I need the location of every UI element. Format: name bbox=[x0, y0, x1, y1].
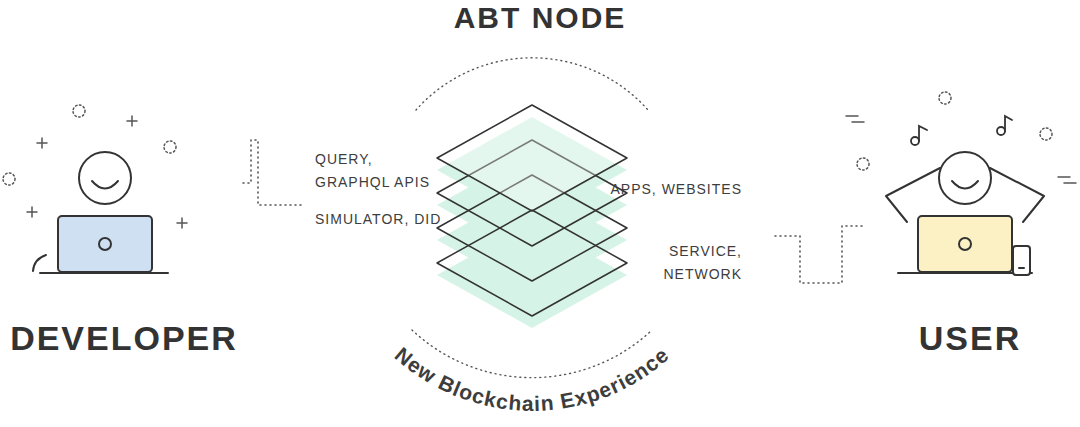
sparkles bbox=[846, 92, 1076, 183]
illustration-part bbox=[37, 138, 47, 148]
illustration-part bbox=[959, 238, 971, 250]
illustration-part bbox=[997, 127, 1005, 135]
illustration-part bbox=[1019, 267, 1024, 269]
illustration-part bbox=[437, 105, 627, 316]
illustration-part bbox=[412, 330, 652, 378]
illustration-part bbox=[918, 216, 1012, 272]
illustration-part bbox=[164, 141, 176, 153]
illustration-part bbox=[437, 210, 627, 316]
interface-label: APPS, WEBSITES bbox=[608, 178, 742, 201]
illustration-part bbox=[177, 218, 187, 228]
sparkles bbox=[3, 105, 187, 228]
illustration-part bbox=[1040, 128, 1052, 140]
ring-caption-path: New Blockchain Experience bbox=[391, 343, 673, 415]
dotted-ring bbox=[412, 58, 652, 378]
illustration-part bbox=[3, 173, 15, 185]
user-figure bbox=[886, 152, 1044, 275]
illustration-part bbox=[990, 168, 1044, 222]
illustration-part bbox=[939, 152, 991, 204]
illustration-part bbox=[1013, 246, 1030, 275]
illustration-part bbox=[437, 105, 627, 211]
illustration-part bbox=[952, 181, 978, 189]
developer-figure bbox=[33, 152, 168, 273]
illustration-part bbox=[857, 92, 1052, 170]
illustration-part bbox=[416, 58, 648, 110]
illustration-part bbox=[898, 272, 1032, 274]
illustration-part bbox=[846, 116, 864, 122]
illustration-part bbox=[58, 216, 152, 272]
illustration-part bbox=[99, 238, 111, 250]
illustration-part bbox=[1058, 177, 1076, 183]
dotted-connector bbox=[775, 226, 865, 283]
illustration-part bbox=[939, 92, 951, 104]
illustration-part bbox=[92, 181, 118, 189]
interface-label: SERVICE, NETWORK bbox=[608, 240, 742, 286]
dotted-connector bbox=[243, 140, 305, 205]
node-heading: ABT NODE bbox=[305, 1, 775, 35]
illustration-part bbox=[886, 168, 940, 222]
interface-label: SIMULATOR, DID bbox=[315, 208, 449, 231]
illustration-part bbox=[127, 116, 137, 126]
layer-stack bbox=[437, 105, 627, 328]
illustration-part bbox=[1005, 116, 1012, 131]
figure-label: DEVELOPER bbox=[5, 319, 243, 358]
illustration-part bbox=[40, 272, 168, 274]
developer-node: DEVELOPER bbox=[5, 95, 243, 360]
user-node: USER bbox=[865, 95, 1075, 360]
abt-node: ABT NODE bbox=[305, 0, 775, 420]
illustration-part bbox=[73, 105, 85, 117]
illustration-part bbox=[27, 207, 37, 217]
figure-label: USER bbox=[865, 319, 1075, 358]
illustration-part bbox=[33, 255, 46, 271]
illustration-part bbox=[79, 152, 131, 204]
illustration-part bbox=[919, 126, 927, 141]
interface-label: QUERY, GRAPHQL APIS bbox=[315, 148, 449, 194]
ring-caption: New Blockchain Experience bbox=[391, 343, 673, 415]
illustration-part bbox=[857, 158, 869, 170]
illustration-part bbox=[3, 105, 176, 185]
illustration-part bbox=[911, 137, 919, 145]
music-notes bbox=[911, 116, 1012, 145]
